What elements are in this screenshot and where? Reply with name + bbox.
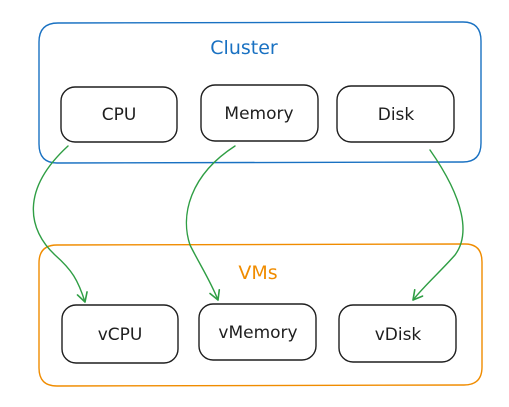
node-vdisk-label: vDisk xyxy=(375,325,422,345)
cluster-group[interactable]: Cluster xyxy=(38,21,482,164)
cluster-title: Cluster xyxy=(210,37,278,59)
node-cpu-box xyxy=(60,86,178,143)
node-disk[interactable]: Disk xyxy=(336,85,455,143)
edge-memory-to-vmemory xyxy=(185,145,236,301)
vms-group[interactable]: VMs xyxy=(38,243,483,387)
node-cpu[interactable]: CPU xyxy=(60,86,178,143)
edge-disk-to-vdisk xyxy=(412,149,464,301)
node-vdisk-box xyxy=(338,304,457,363)
vms-boundary xyxy=(38,243,483,387)
node-vcpu[interactable]: vCPU xyxy=(61,304,179,364)
edge-cpu-to-vcpu xyxy=(32,145,88,303)
node-memory-label: Memory xyxy=(224,104,293,124)
node-vcpu-label: vCPU xyxy=(98,325,143,345)
node-memory-box xyxy=(200,84,319,142)
vms-title: VMs xyxy=(238,262,277,284)
cluster-boundary xyxy=(38,21,482,164)
node-vcpu-box xyxy=(61,304,179,364)
node-cpu-label: CPU xyxy=(102,105,137,125)
node-vmemory-label: vMemory xyxy=(218,323,297,343)
node-memory[interactable]: Memory xyxy=(200,84,319,142)
node-vmemory[interactable]: vMemory xyxy=(198,303,317,361)
node-disk-label: Disk xyxy=(378,105,415,125)
node-vdisk[interactable]: vDisk xyxy=(338,304,457,363)
node-vmemory-box xyxy=(198,303,317,361)
node-disk-box xyxy=(336,85,455,143)
